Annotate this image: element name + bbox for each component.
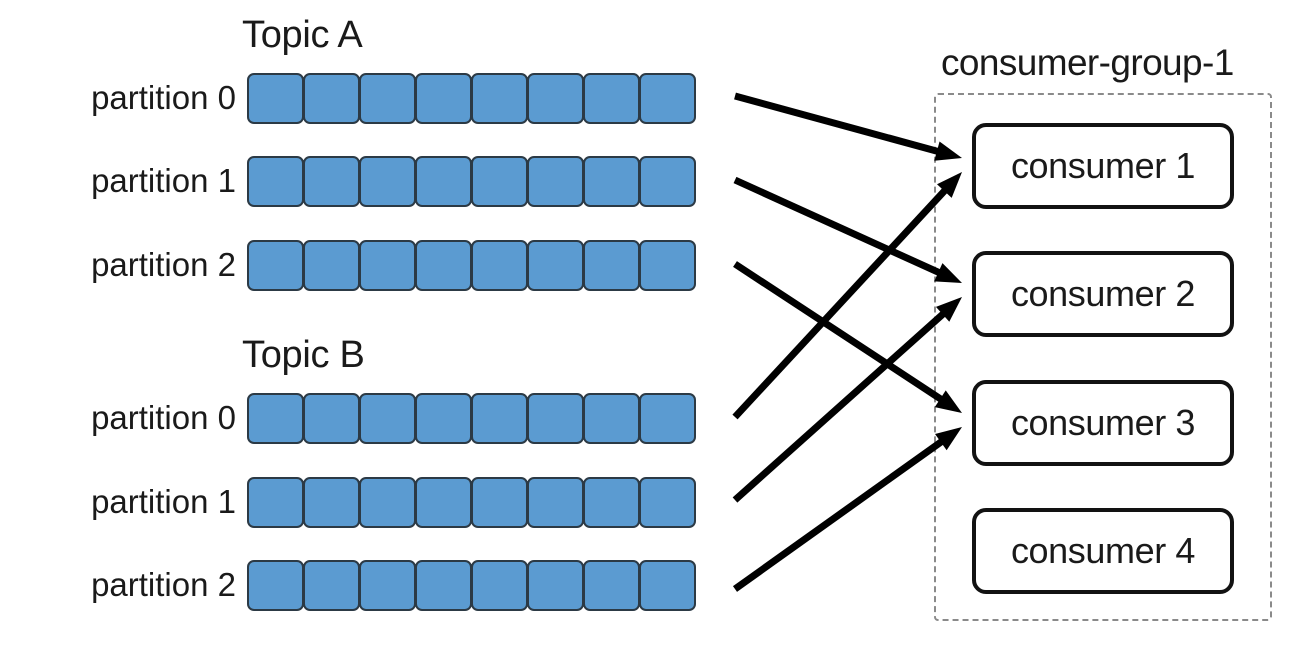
message-cell [303,560,360,611]
partition-label-b2: partition 2 [91,566,236,603]
partition-row-b1 [247,477,696,528]
message-cell [527,156,584,207]
partition-row-b0 [247,393,696,444]
message-cell [303,240,360,291]
message-cell [415,393,472,444]
message-cell [415,156,472,207]
message-cell [527,393,584,444]
message-cell [583,393,640,444]
arrow-shaft [732,307,950,503]
message-cell [639,560,696,611]
message-cell [359,240,416,291]
message-cell [415,560,472,611]
arrow-shaft [732,435,948,592]
message-cell [359,560,416,611]
consumer-box-4[interactable]: consumer 4 [972,508,1234,594]
consumer-label: consumer 2 [1010,273,1196,314]
message-cell [527,73,584,124]
consumer-label: consumer 1 [1010,145,1196,186]
message-cell [527,477,584,528]
arrow-shaft [734,92,944,157]
consumer-box-3[interactable]: consumer 3 [972,380,1234,466]
partition-label-b1: partition 1 [91,483,236,520]
arrow-shaft [733,261,948,405]
message-cell [303,393,360,444]
message-cell [471,393,528,444]
partition-row-a0 [247,73,696,124]
consumer-box-1[interactable]: consumer 1 [972,123,1234,209]
message-cell [471,156,528,207]
message-cell [247,73,304,124]
message-cell [583,477,640,528]
message-cell [303,477,360,528]
partition-row-b2 [247,560,696,611]
message-cell [303,156,360,207]
consumer-group-title: consumer-group-1 [941,42,1234,83]
consumer-label: consumer 3 [1010,402,1196,443]
partition-row-a2 [247,240,696,291]
partition-label-b0: partition 0 [91,399,236,436]
message-cell [359,477,416,528]
message-cell [639,393,696,444]
arrow-shaft [732,184,951,420]
message-cell [415,240,472,291]
message-cell [415,477,472,528]
message-cell [247,393,304,444]
message-cell [583,73,640,124]
message-cell [527,560,584,611]
message-cell [639,240,696,291]
message-cell [247,477,304,528]
message-cell [639,477,696,528]
message-cell [471,477,528,528]
message-cell [583,560,640,611]
topic-title-a: Topic A [242,14,363,56]
message-cell [471,240,528,291]
message-cell [247,156,304,207]
message-cell [471,73,528,124]
arrow-shaft [733,176,946,278]
message-cell [583,156,640,207]
message-cell [639,73,696,124]
partition-label-a1: partition 1 [91,162,236,199]
consumer-label: consumer 4 [1010,530,1196,571]
partition-row-a1 [247,156,696,207]
message-cell [415,73,472,124]
message-cell [303,73,360,124]
message-cell [359,393,416,444]
message-cell [359,73,416,124]
partition-label-a2: partition 2 [91,246,236,283]
message-cell [583,240,640,291]
message-cell [527,240,584,291]
topic-title-b: Topic B [242,334,365,376]
partition-label-a0: partition 0 [91,79,236,116]
message-cell [247,240,304,291]
message-cell [471,560,528,611]
message-cell [359,156,416,207]
consumer-box-2[interactable]: consumer 2 [972,251,1234,337]
message-cell [247,560,304,611]
message-cell [639,156,696,207]
